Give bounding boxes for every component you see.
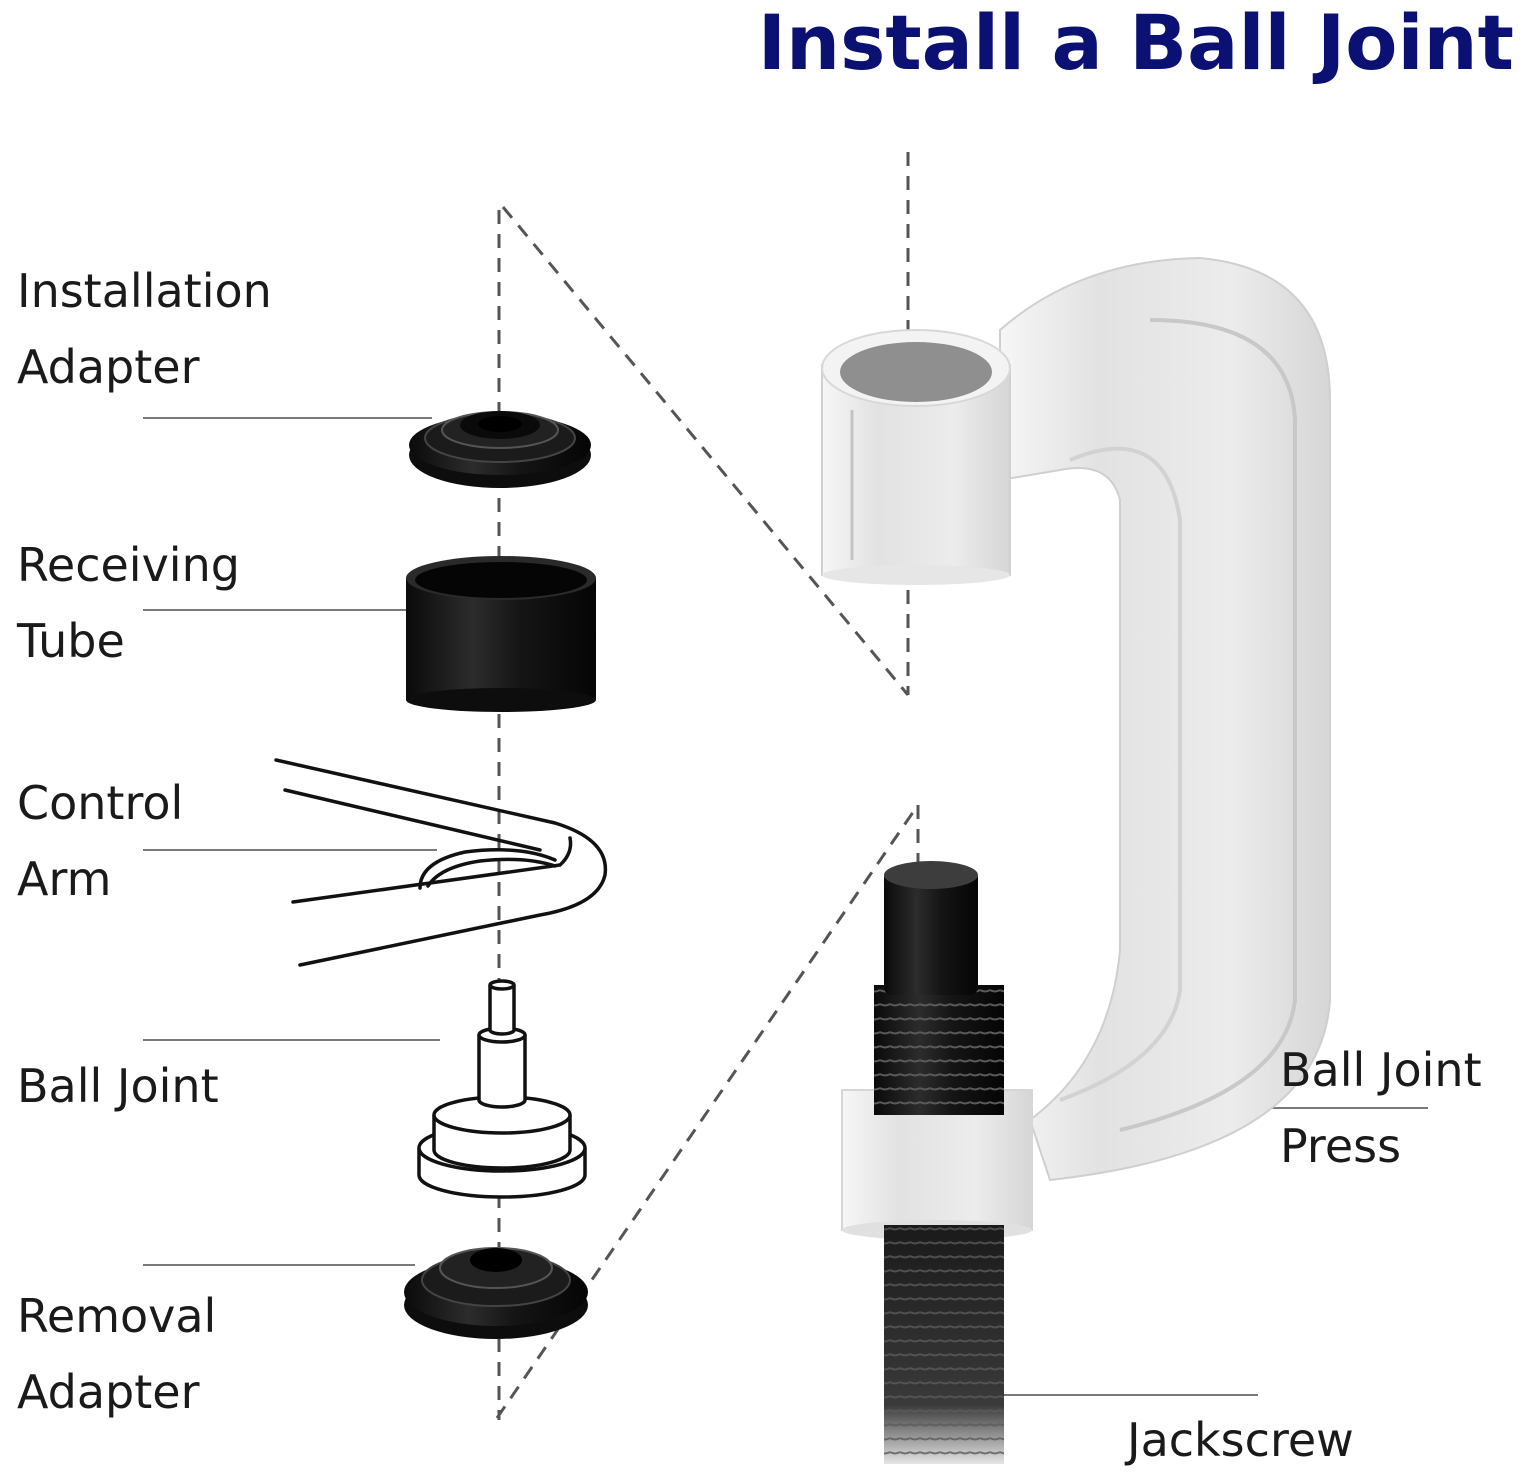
diag-guide-top [501,206,910,696]
installation-adapter-part [409,411,591,488]
label-removal-adapter: Removal Adapter [17,1289,217,1419]
label-receiving-tube: Receiving Tube [17,538,240,668]
receiving-tube-part [406,556,596,712]
label-control-arm: Control Arm [17,776,184,906]
label-ball-joint-press: Ball Joint Press [1280,1043,1482,1173]
label-ball-joint: Ball Joint [17,1059,219,1113]
control-arm-part [274,758,608,967]
removal-adapter-part [404,1247,588,1339]
page-title: Install a Ball Joint [757,0,1514,87]
label-installation-adapter: Installation Adapter [17,264,272,394]
ball-joint-part [417,979,587,1199]
label-jackscrew: Jackscrew [1127,1413,1354,1467]
jackscrew-part [874,861,1004,1464]
